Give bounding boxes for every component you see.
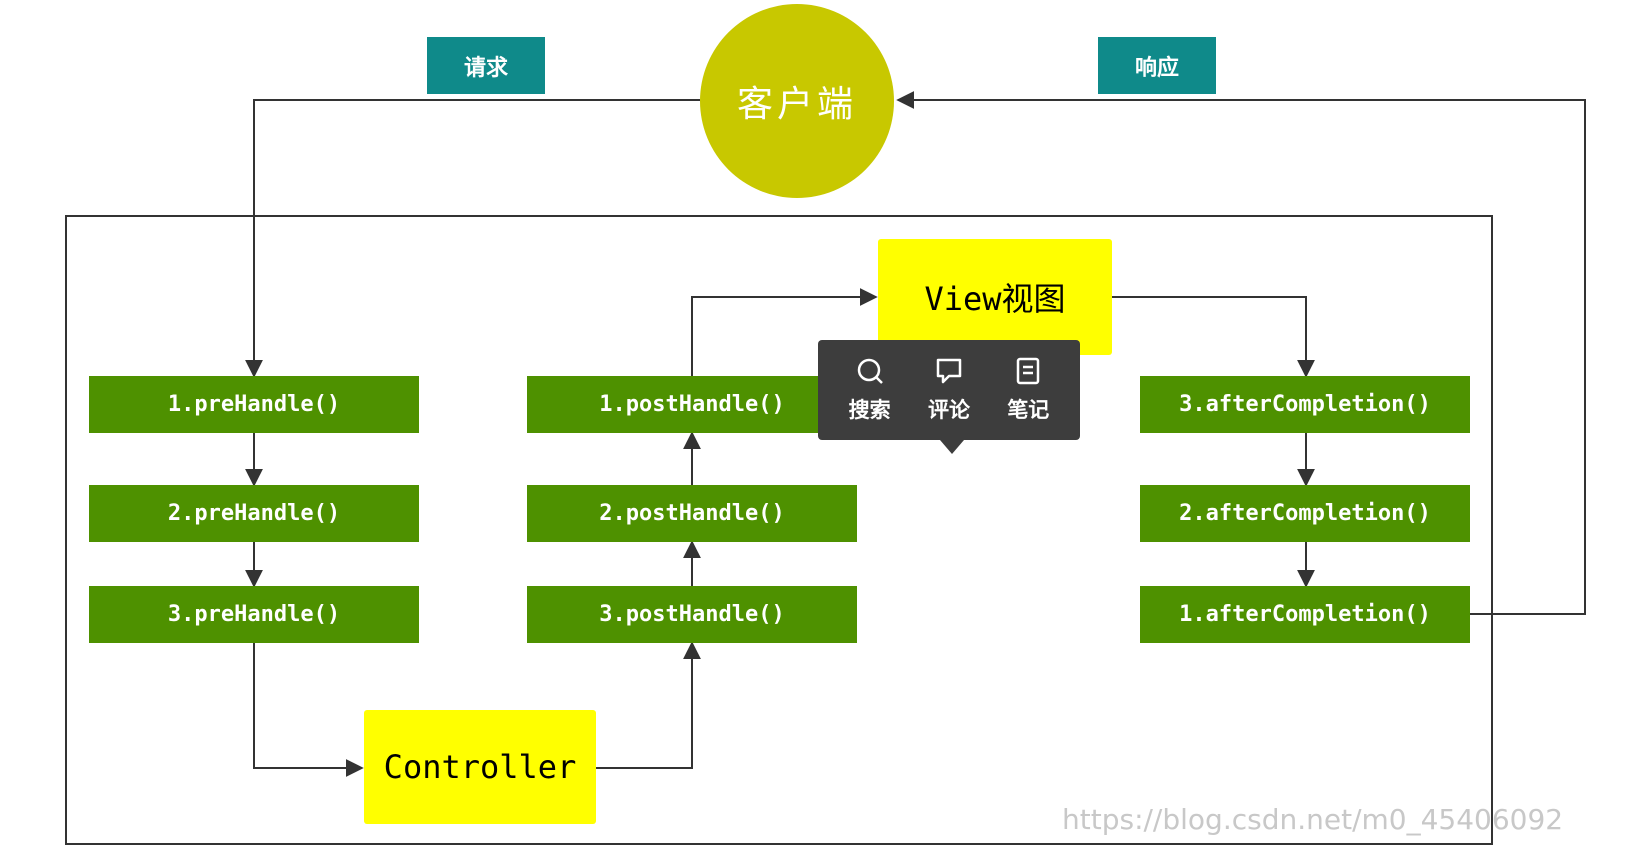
comment-button[interactable]: 评论 <box>928 356 970 424</box>
arrow-controller-post3 <box>596 641 701 769</box>
note-button[interactable]: 笔记 <box>1007 356 1049 424</box>
selection-toolbar: 搜索 评论 笔记 <box>818 340 1080 454</box>
response-label: 响应 <box>1098 37 1216 94</box>
request-arrow <box>245 99 700 378</box>
client-node: 客户端 <box>700 4 894 198</box>
arrow-pre3-controller <box>253 643 364 777</box>
comment-label: 评论 <box>927 398 970 422</box>
prehandle-2: 2.preHandle() <box>89 485 419 542</box>
arrow-view-after3 <box>1112 296 1315 378</box>
prehandle-3: 3.preHandle() <box>89 586 419 643</box>
search-button[interactable]: 搜索 <box>849 356 891 424</box>
posthandle-3: 3.postHandle() <box>527 586 857 643</box>
interceptor-container <box>65 215 1493 845</box>
aftercompletion-1: 1.afterCompletion() <box>1140 586 1470 643</box>
note-icon <box>1013 356 1043 390</box>
request-label: 请求 <box>427 37 545 94</box>
controller-node: Controller <box>364 710 596 824</box>
search-icon <box>855 356 885 390</box>
comment-icon <box>934 356 964 390</box>
aftercompletion-3: 3.afterCompletion() <box>1140 376 1470 433</box>
aftercompletion-2: 2.afterCompletion() <box>1140 485 1470 542</box>
posthandle-1: 1.postHandle() <box>527 376 857 433</box>
arrow-post1-view <box>691 288 878 376</box>
view-node: View视图 <box>878 239 1112 355</box>
response-arrow <box>896 91 1586 615</box>
note-label: 笔记 <box>1007 398 1050 422</box>
posthandle-2: 2.postHandle() <box>527 485 857 542</box>
prehandle-1: 1.preHandle() <box>89 376 419 433</box>
watermark: https://blog.csdn.net/m0_45406092 <box>1062 803 1564 836</box>
search-label: 搜索 <box>848 398 891 422</box>
